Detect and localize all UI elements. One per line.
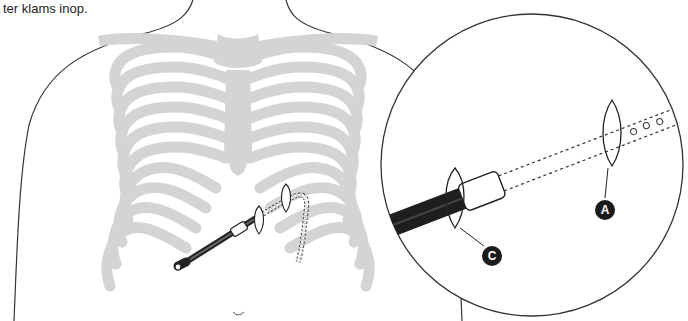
callout-letter: C — [482, 246, 502, 266]
rib — [107, 228, 186, 286]
clavicles-sternum — [98, 33, 378, 176]
zoom-circle — [381, 14, 683, 316]
callout-letter: A — [595, 200, 615, 220]
caption-fragment: ter klams inop. — [3, 1, 88, 16]
zoom-detail — [356, 99, 688, 251]
rib — [290, 228, 369, 286]
chest-drain — [175, 184, 307, 270]
navel — [233, 312, 244, 315]
ribcage — [107, 47, 370, 286]
